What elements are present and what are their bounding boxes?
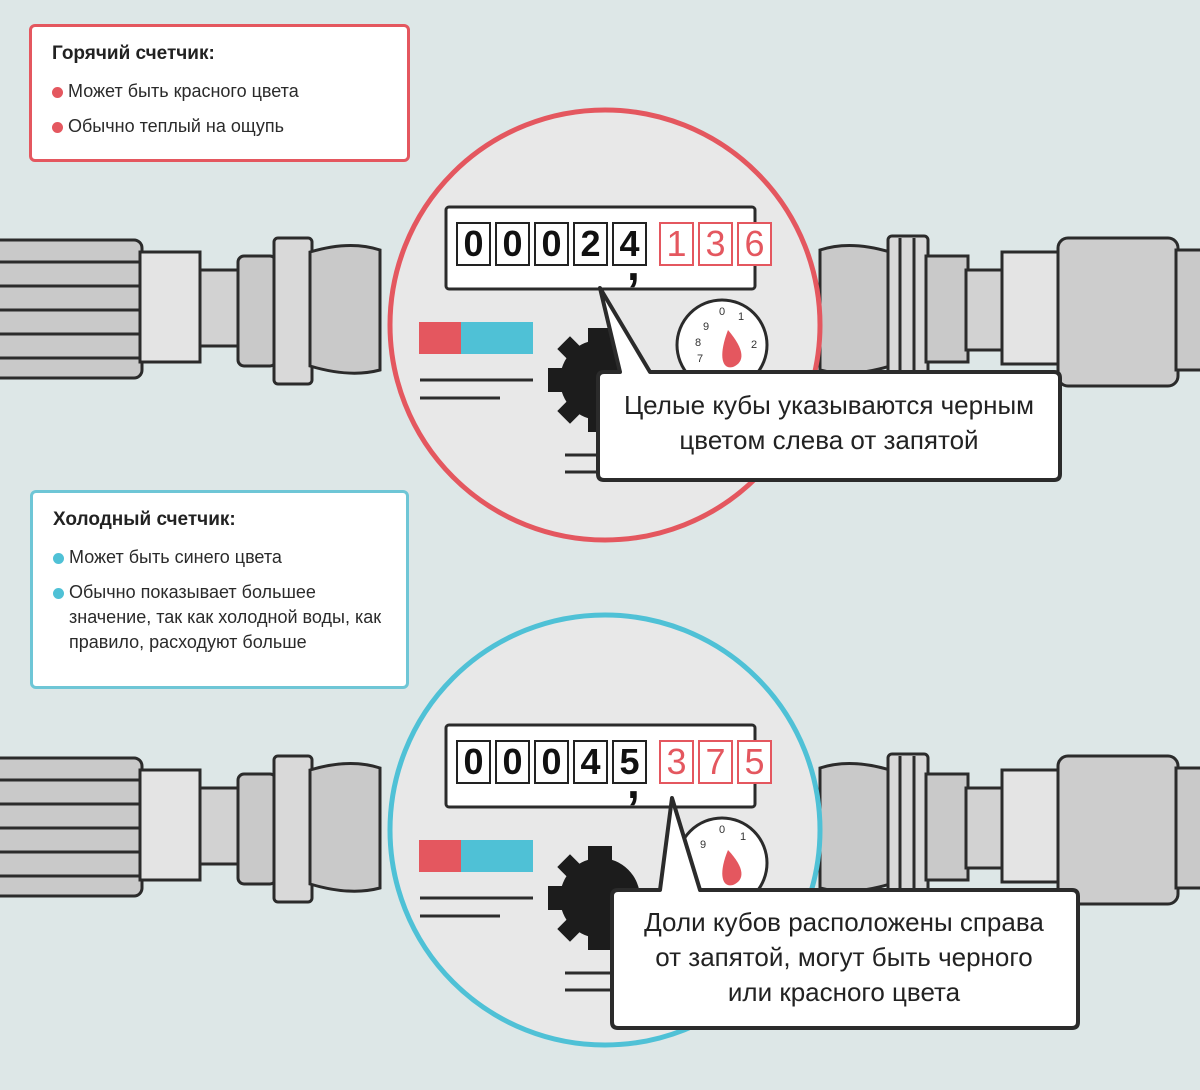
cold-meter-pipe [0,752,1200,906]
fraction-digit: 1 [659,222,694,266]
cold-callout-box [610,796,1080,1030]
decimal-comma: , [627,238,640,290]
fraction-digit: 7 [698,740,733,784]
cold-odometer: 0 0 0 4 5 3 7 5 [456,740,772,784]
list-item: Обычно теплый на ощупь [52,114,387,139]
hot-color-bar-blue [461,322,533,354]
fraction-cubes-callout: Доли кубов расположены справа от запятой… [615,905,1073,1010]
callout-line: или красного цвета [727,977,961,1007]
whole-digit: 0 [534,740,569,784]
hot-callout-box [596,286,1062,482]
whole-digit: 0 [534,222,569,266]
cold-meter-list: Может быть синего цвета Обычно показывае… [53,545,386,655]
fraction-digit: 5 [737,740,772,784]
callout-line: цветом слева от запятой [679,425,979,455]
cold-dial-number: 1 [740,831,746,843]
whole-digit: 0 [495,740,530,784]
fraction-digit: 3 [698,222,733,266]
fraction-digit: 6 [737,222,772,266]
whole-digit: 4 [612,222,647,266]
cold-dial-number: 0 [719,824,725,836]
cold-meter-title: Холодный счетчик: [53,509,236,530]
whole-digit: 2 [573,222,608,266]
hot-meter-pipe [0,234,1200,388]
cold-color-bar-blue [461,840,533,872]
hot-meter-title: Горячий счетчик: [52,43,215,64]
cold-gear-icon [548,846,640,950]
hot-dial-number: 8 [695,337,701,349]
hot-color-bar-red [419,322,463,354]
callout-line: от запятой, могут быть черного [655,942,1033,972]
spacer [651,740,655,782]
hot-dial-number: 2 [751,339,757,351]
whole-digit: 0 [456,740,491,784]
cold-color-bar-red [419,840,463,872]
list-item: Может быть красного цвета [52,79,387,104]
cold-meter-note: Холодный счетчик: Может быть синего цвет… [30,490,409,689]
spacer [651,222,655,264]
list-item: Обычно показывает большее значение, так … [53,580,386,655]
whole-digit: 5 [612,740,647,784]
bullet-icon [52,122,63,133]
fraction-digit: 3 [659,740,694,784]
decimal-comma: , [627,756,640,808]
bullet-icon [52,87,63,98]
whole-cubes-callout: Целые кубы указываются черным цветом сле… [600,388,1058,458]
whole-digit: 4 [573,740,608,784]
hot-dial [675,298,769,392]
hot-dial-number: 7 [697,353,703,365]
callout-line: Целые кубы указываются черным [623,390,1035,420]
hot-dial-number: 9 [703,321,709,333]
callout-line: Доли кубов расположены справа [644,907,1044,937]
bullet-icon [53,553,64,564]
whole-digit: 0 [456,222,491,266]
hot-dial-number: 0 [719,306,725,318]
list-item: Может быть синего цвета [53,545,386,570]
hot-meter-note: Горячий счетчик: Может быть красного цве… [29,24,410,162]
whole-digit: 0 [495,222,530,266]
hot-dial-number: 1 [738,311,744,323]
bullet-icon [53,588,64,599]
hot-meter-list: Может быть красного цвета Обычно теплый … [52,79,387,139]
cold-dial-number: 9 [700,839,706,851]
hot-odometer: 0 0 0 2 4 1 3 6 [456,222,772,266]
